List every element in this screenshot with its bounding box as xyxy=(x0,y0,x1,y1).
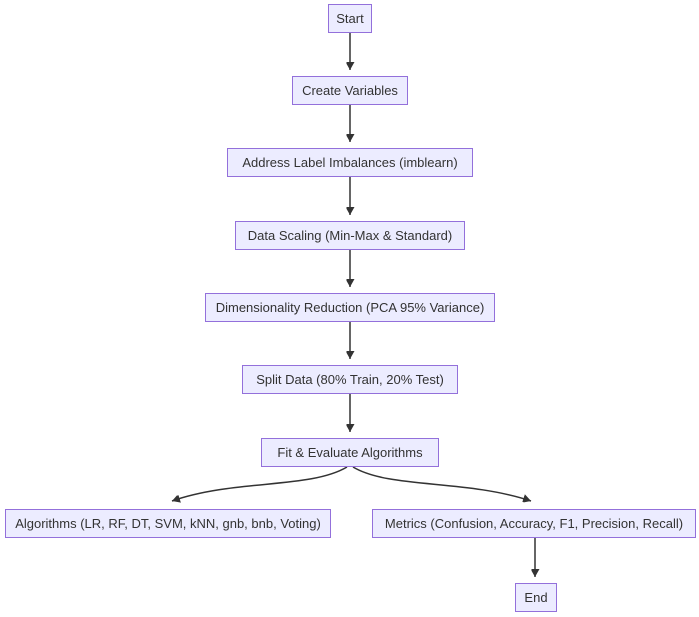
node-create-variables: Create Variables xyxy=(292,76,408,105)
node-algorithms-list-label: Algorithms (LR, RF, DT, SVM, kNN, gnb, b… xyxy=(15,516,321,531)
node-address-label-imbalances: Address Label Imbalances (imblearn) xyxy=(227,148,473,177)
edge-fit-to-algorithms xyxy=(171,466,348,501)
node-metrics-list-label: Metrics (Confusion, Accuracy, F1, Precis… xyxy=(384,516,684,531)
node-start: Start xyxy=(328,4,372,33)
edge-fit-to-metrics xyxy=(352,466,532,501)
node-dimensionality-reduction-label: Dimensionality Reduction (PCA 95% Varian… xyxy=(215,300,485,315)
node-data-scaling: Data Scaling (Min-Max & Standard) xyxy=(235,221,465,250)
node-data-scaling-label: Data Scaling (Min-Max & Standard) xyxy=(247,228,453,243)
node-algorithms-list: Algorithms (LR, RF, DT, SVM, kNN, gnb, b… xyxy=(5,509,331,538)
node-start-label: Start xyxy=(336,11,364,26)
node-create-variables-label: Create Variables xyxy=(302,83,398,98)
node-end: End xyxy=(515,583,557,612)
node-fit-evaluate-algorithms-label: Fit & Evaluate Algorithms xyxy=(277,445,423,460)
node-dimensionality-reduction: Dimensionality Reduction (PCA 95% Varian… xyxy=(205,293,495,322)
node-split-data-label: Split Data (80% Train, 20% Test) xyxy=(256,372,444,387)
node-fit-evaluate-algorithms: Fit & Evaluate Algorithms xyxy=(261,438,439,467)
node-address-label-imbalances-label: Address Label Imbalances (imblearn) xyxy=(242,155,458,170)
node-metrics-list: Metrics (Confusion, Accuracy, F1, Precis… xyxy=(372,509,696,538)
node-split-data: Split Data (80% Train, 20% Test) xyxy=(242,365,458,394)
node-end-label: End xyxy=(524,590,548,605)
